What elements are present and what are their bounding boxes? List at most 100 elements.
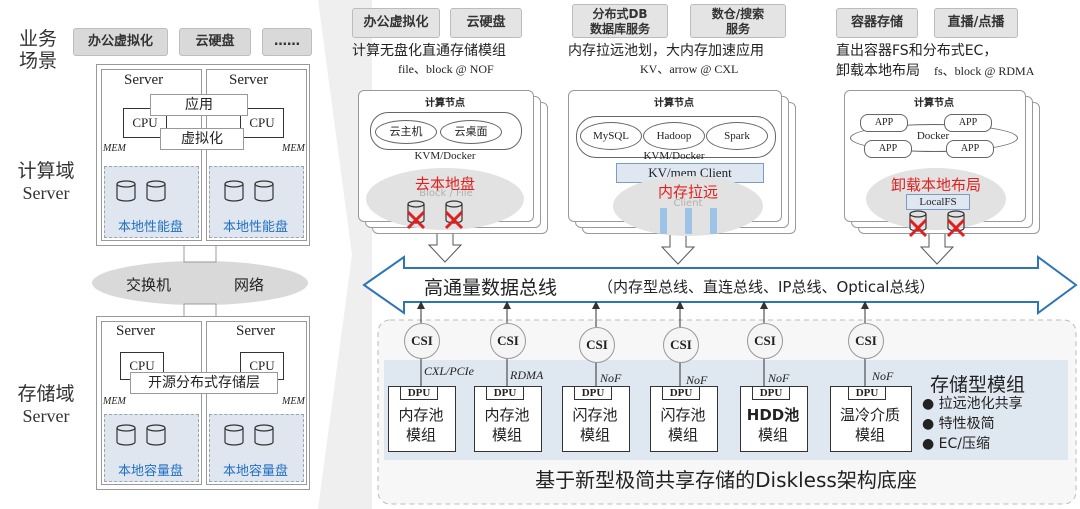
disk-icon (116, 180, 136, 202)
feature-list: ● 拉远池化共享 ● 特性极简 ● EC/压缩 (922, 394, 1023, 454)
feature-pooling: 拉远池化共享 (938, 396, 1023, 412)
perf-disk-left-label: 本地性能盘 (117, 220, 183, 235)
g1-app-cloud-desktop: 云桌面 (440, 120, 502, 144)
perf-disk-right-label: 本地性能盘 (222, 220, 288, 235)
g3-chip-container-storage: 容器存储 (836, 8, 918, 38)
module-5-line2: 模组 (757, 426, 788, 444)
g2-ghost-label: Client (673, 198, 703, 209)
link-label-5: NoF (768, 371, 790, 385)
disk-icon (116, 424, 136, 446)
csi-3: CSI (579, 327, 615, 363)
dpu-5: DPU (752, 386, 790, 400)
data-bus-arrow (362, 255, 1078, 315)
feature-item: ● 特性极简 (922, 414, 1023, 434)
g3-docker-label: Docker (916, 130, 950, 142)
domain-compute-label: 计算域 Server (6, 160, 86, 204)
csi-5: CSI (747, 323, 783, 359)
module-4-line2: 模组 (667, 426, 698, 444)
link-label-2: RDMA (510, 368, 544, 382)
disk-icon (146, 180, 166, 202)
node2-down-arrow (660, 231, 696, 265)
link-label-4: NoF (686, 373, 708, 387)
module-1-line1: 内存池 (398, 406, 444, 424)
dpu-4: DPU (662, 386, 700, 400)
module-2-line1: 内存池 (484, 406, 530, 424)
g2-chip-distributed-db: 分布式DB 数据库服务 (572, 4, 668, 38)
bullet-icon: ● (922, 416, 939, 432)
g1-removed-disks (406, 200, 464, 230)
bullet-icon: ● (922, 436, 939, 452)
disk-icon (407, 200, 425, 224)
compute-cpu-right: CPU (240, 108, 284, 138)
g3-desc-line2-small: fs、block @ RDMA (934, 64, 1035, 78)
disk-icon (224, 424, 244, 446)
cap-disk-icons (116, 424, 274, 446)
g1-highlight-text: 去本地盘 (414, 175, 475, 193)
storage-mem-right: MEM (282, 396, 305, 407)
domain-storage-en: Server (22, 406, 70, 426)
transition-chevron (318, 0, 372, 509)
cap-disk-right-area (209, 414, 304, 482)
g2-desc-line2: KV、arrow @ CXL (640, 62, 739, 76)
g2-chip-warehouse-search: 数仓/搜索 服务 (690, 4, 786, 38)
bullet-icon: ● (922, 396, 939, 412)
storage-layer-band: 开源分布式存储层 (130, 372, 278, 394)
g2-app-hadoop: Hadoop (643, 122, 705, 150)
g3-highlight-text: 卸载本地布局 (890, 176, 981, 194)
disk-icon (947, 210, 965, 232)
g1-chip-office-virtualization: 办公虚拟化 (352, 8, 440, 38)
csi-1: CSI (404, 323, 440, 359)
g1-runtime: KVM/Docker (414, 150, 476, 162)
g1-chip-cloud-disk: 云硬盘 (450, 8, 522, 38)
g3-desc-line1: 直出容器FS和分布式EC， (836, 43, 998, 59)
domain-storage-cn: 存储域 (17, 383, 75, 405)
feature-item: ● EC/压缩 (922, 434, 1023, 454)
foundation-title: 基于新型极简共享存储的Diskless架构底座 (535, 468, 917, 492)
feature-item: ● 拉远池化共享 (922, 394, 1023, 414)
bus-subtitle: （内存型总线、直连总线、IP总线、Optical总线） (598, 278, 935, 296)
module-5-line1: HDD池 (746, 406, 800, 424)
g1-desc-line2: file、block @ NOF (398, 62, 494, 76)
domain-business-label: 业务 场景 (18, 28, 57, 72)
perf-disk-left-area (104, 166, 199, 238)
module-3-line1: 闪存池 (572, 406, 618, 424)
network-label: 网络 (234, 276, 265, 294)
csi-4: CSI (663, 327, 699, 363)
disk-icon (146, 424, 166, 446)
g1-app-group (370, 112, 522, 150)
cross-icon (406, 210, 464, 230)
domain-compute-en: Server (22, 183, 70, 203)
g3-app-1: APP (860, 114, 908, 132)
module-3-line2: 模组 (579, 426, 610, 444)
perf-disk-icons (116, 180, 274, 202)
g2-highlight-text: 内存拉远 (657, 183, 718, 201)
csi-2: CSI (490, 323, 526, 359)
g2-node-title: 计算节点 (654, 98, 694, 109)
g2-memory-bar-1 (660, 208, 667, 234)
g1-ghost-label: Block / File (419, 188, 473, 199)
g1-highlight-ellipse (366, 168, 524, 230)
compute-server-left-label: Server (124, 72, 164, 88)
compute-mem-left: MEM (103, 143, 126, 154)
feature-simple: 特性极简 (938, 416, 995, 432)
module-4-line1: 闪存池 (660, 406, 706, 424)
g1-desc-line1: 计算无盘化直通存储模组 (352, 43, 506, 59)
g2-desc-line1: 内存拉远池划，大内存加速应用 (568, 43, 764, 59)
disk-icon (224, 180, 244, 202)
dpu-2: DPU (486, 386, 524, 400)
storage-server-right-label: Server (236, 323, 276, 339)
app-band: 应用 (150, 94, 248, 116)
link-label-1: CXL/PCIe (424, 364, 474, 378)
g2-memory-bar-3 (710, 208, 717, 234)
g1-node-title: 计算节点 (425, 98, 465, 109)
dpu-6: DPU (848, 386, 886, 400)
disk-icon (909, 210, 927, 232)
g2-client-bar: KV/mem Client (616, 163, 764, 183)
module-1-line2: 模组 (405, 426, 436, 444)
storage-server-left-label: Server (116, 323, 156, 339)
g3-chip-live-vod: 直播/点播 (934, 8, 1018, 38)
g2-app-mysql: MySQL (580, 122, 642, 150)
dpu-1: DPU (400, 386, 438, 400)
left-chip-office-virtualization: 办公虚拟化 (73, 28, 168, 56)
g3-app-2: APP (944, 114, 992, 132)
